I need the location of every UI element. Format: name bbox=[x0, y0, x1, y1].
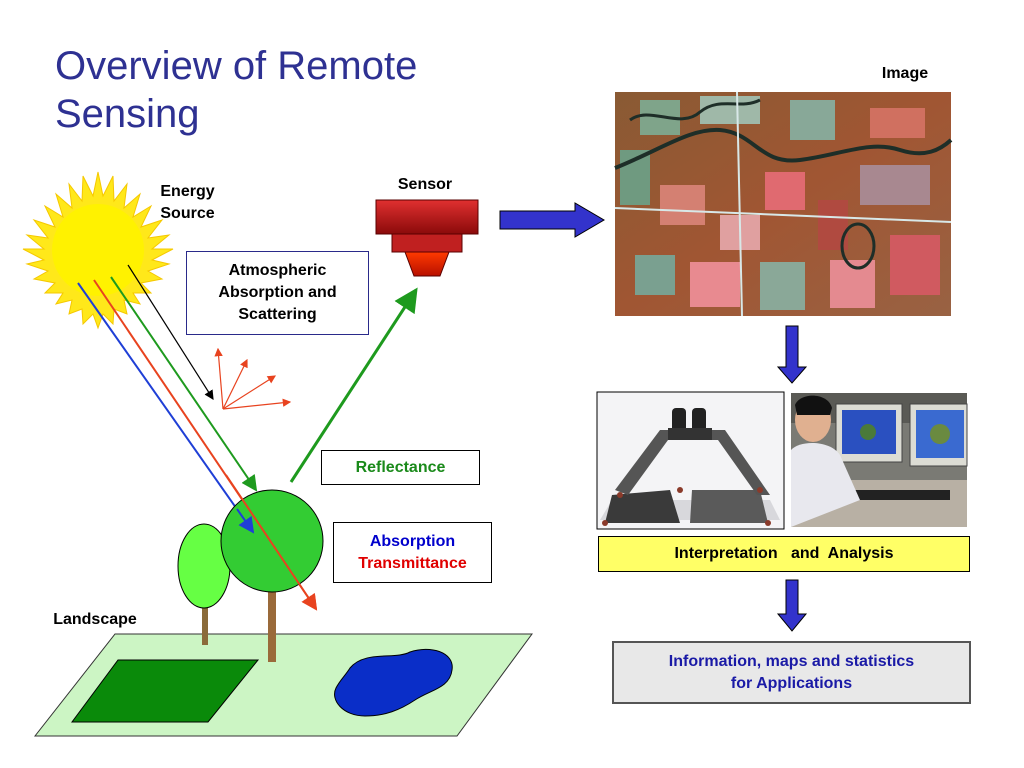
sensor-icon bbox=[375, 199, 479, 277]
absorption-box: Absorption Transmittance bbox=[333, 522, 492, 583]
analysis-to-info-arrow bbox=[776, 579, 808, 632]
page-title-line1: Overview of Remote bbox=[55, 44, 418, 88]
blue-ray-arrow bbox=[77, 282, 255, 534]
blue-ray-over-tree bbox=[236, 508, 255, 534]
atmospheric-box: Atmospheric Absorption and Scattering bbox=[186, 251, 369, 335]
absorption-label: Absorption bbox=[369, 532, 456, 550]
green-ray-arrow bbox=[110, 276, 258, 492]
image-label: Image bbox=[881, 65, 929, 82]
sensor-label: Sensor bbox=[397, 176, 453, 193]
atmospheric-line1: Atmospheric bbox=[228, 262, 327, 279]
reflectance-box: Reflectance bbox=[321, 450, 480, 485]
information-box: Information, maps and statistics for App… bbox=[612, 641, 971, 704]
landscape-label: Landscape bbox=[53, 611, 137, 628]
energy-source-label: Energy Source bbox=[140, 181, 235, 225]
stereoscope-photo bbox=[596, 391, 785, 530]
small-tree-trunk bbox=[202, 605, 208, 645]
transmittance-label: Transmittance bbox=[358, 554, 467, 572]
atmospheric-line3: Scattering bbox=[238, 306, 317, 323]
lake-blob bbox=[334, 648, 453, 717]
information-line1: Information, maps and statistics bbox=[668, 652, 915, 670]
large-tree-trunk bbox=[268, 582, 276, 662]
page-title-line2: Sensing bbox=[55, 92, 200, 136]
energy-source-line2: Source bbox=[160, 205, 215, 222]
interpretation-box: Interpretation and Analysis bbox=[598, 536, 970, 572]
image-to-analysis-arrow bbox=[776, 325, 808, 384]
interpretation-label: Interpretation and Analysis bbox=[674, 545, 894, 562]
scattering-arrows bbox=[214, 347, 292, 410]
black-ray-arrow bbox=[127, 264, 214, 401]
reflected-ray-arrow bbox=[289, 287, 418, 483]
atmospheric-line2: Absorption and bbox=[218, 284, 337, 301]
information-line2: for Applications bbox=[730, 674, 853, 692]
satellite-image bbox=[614, 91, 953, 317]
reflectance-label: Reflectance bbox=[355, 458, 446, 476]
red-ray-over-tree bbox=[225, 474, 318, 611]
page-title: Overview of Remote Sensing bbox=[55, 42, 575, 138]
field-patch bbox=[71, 659, 260, 723]
sun-icon bbox=[22, 171, 174, 330]
sensor-to-image-arrow bbox=[499, 202, 605, 238]
large-tree-crown bbox=[220, 489, 324, 593]
energy-source-line1: Energy bbox=[160, 183, 215, 200]
analyst-photo bbox=[791, 393, 968, 527]
